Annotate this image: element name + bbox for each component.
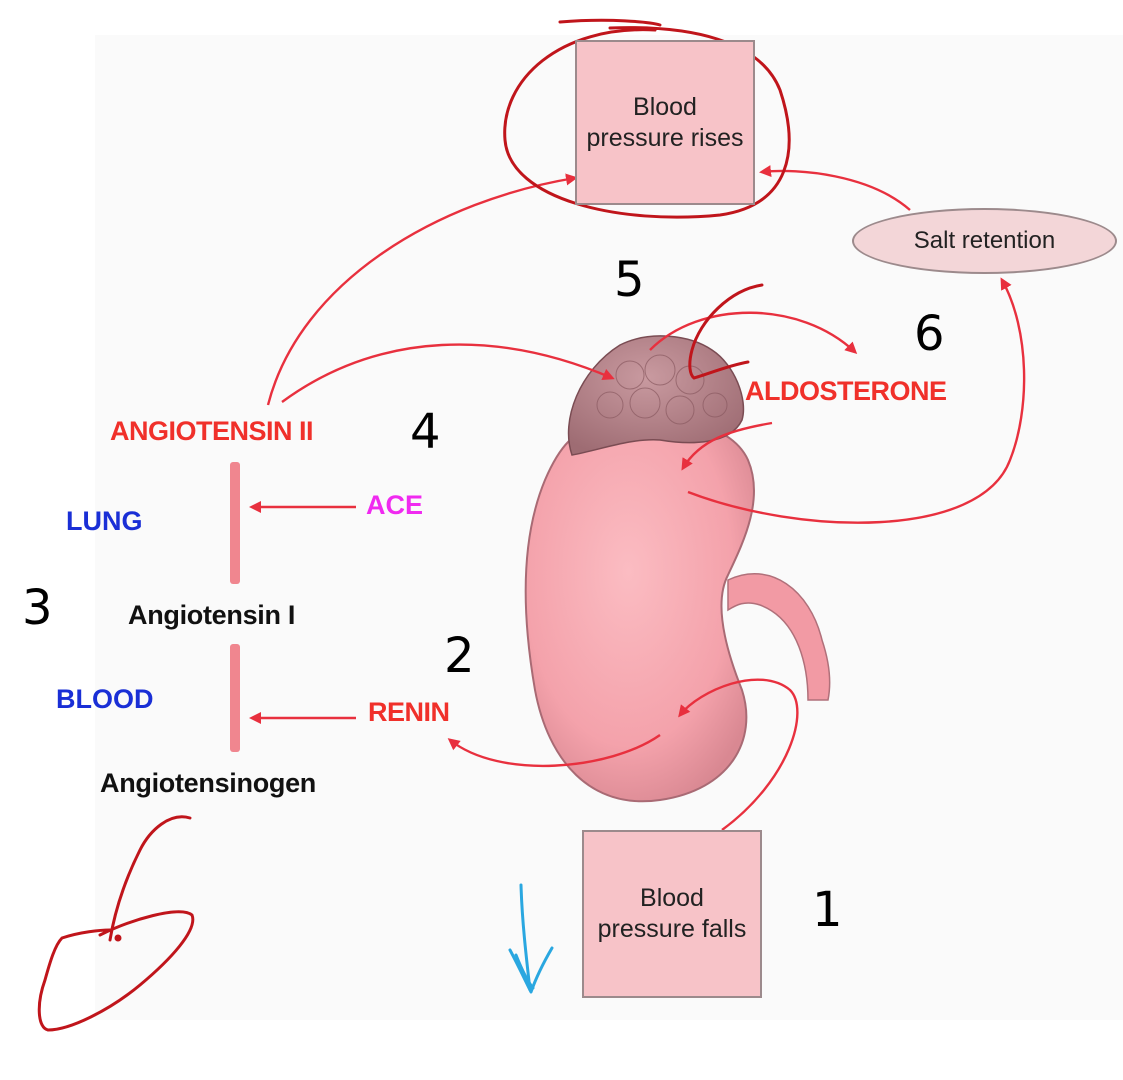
arrow-angiotensin-to-bp-rises — [266, 173, 578, 406]
angiotensin-ii-label: ANGIOTENSIN II — [110, 416, 314, 446]
arrow-bp-falls-to-kidney — [678, 678, 799, 831]
annotation-check-mark — [688, 283, 764, 380]
ureter — [727, 573, 831, 701]
ace-label: ACE — [366, 490, 424, 520]
arrow-aldosterone-to-kidney — [681, 421, 773, 471]
conversion-bar-upper — [230, 462, 240, 584]
step-number-2: 2 — [444, 628, 475, 684]
kidney-icon — [524, 417, 756, 803]
step-number-3: 3 — [22, 580, 53, 636]
arrow-salt-to-bp-rises — [759, 165, 911, 211]
step-number-4: 4 — [410, 404, 441, 460]
angiotensinogen-label: Angiotensinogen — [100, 768, 316, 798]
annotation-down-arrow-icon — [508, 883, 554, 994]
arrow-adrenal-to-aldosterone — [649, 311, 858, 355]
blood-label: BLOOD — [56, 684, 154, 714]
annotation-dot — [114, 934, 122, 942]
bp-rises-box: Blood pressure rises — [575, 40, 755, 205]
adrenal-gland-icon — [567, 335, 745, 456]
step-number-6: 6 — [914, 306, 945, 362]
salt-retention-text: Salt retention — [913, 227, 1056, 254]
arrow-angiotensin-to-adrenal — [281, 343, 615, 403]
step-number-1: 1 — [812, 882, 843, 938]
arrow-kidney-to-renin — [447, 734, 661, 768]
annotation-liver-sketch — [37, 815, 195, 1032]
bp-rises-text: Blood pressure rises — [586, 92, 744, 152]
arrow-kidney-to-salt — [687, 277, 1026, 524]
lung-label: LUNG — [66, 506, 143, 536]
angiotensin-i-label: Angiotensin I — [128, 600, 296, 630]
bp-falls-box: Blood pressure falls — [582, 830, 762, 998]
aldosterone-label: ALDOSTERONE — [745, 376, 947, 406]
salt-retention-ellipse: Salt retention — [852, 208, 1117, 274]
renin-label: RENIN — [368, 697, 450, 727]
conversion-bar-lower — [230, 644, 240, 752]
bp-falls-text: Blood pressure falls — [597, 884, 747, 943]
step-number-5: 5 — [614, 252, 645, 308]
